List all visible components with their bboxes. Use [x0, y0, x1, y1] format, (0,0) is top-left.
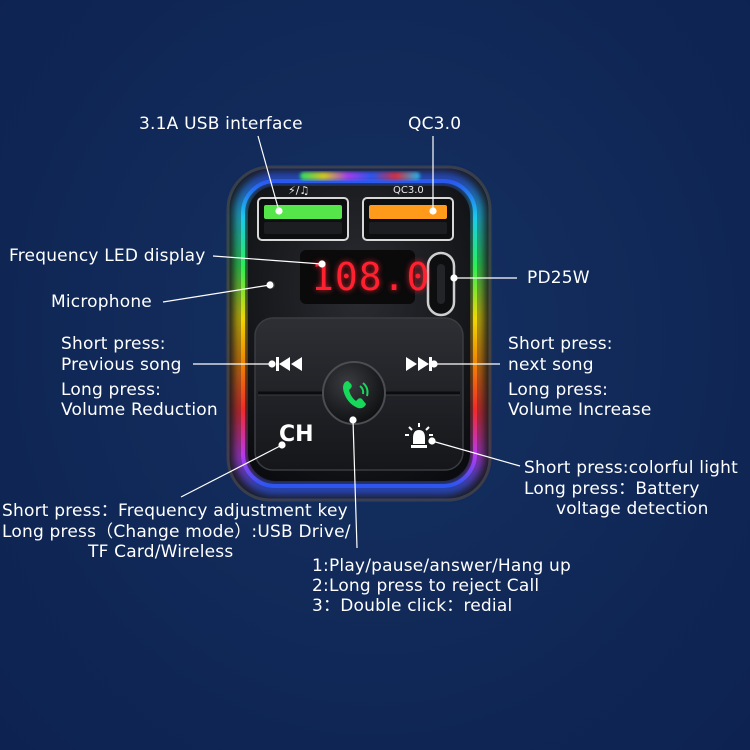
previous-song-icon[interactable] [274, 354, 304, 374]
qc-port-label: QC3.0 [393, 185, 424, 196]
frequency-display-label: Frequency LED display [9, 246, 206, 266]
pd-label: PD25W [527, 268, 590, 288]
qc-label: QC3.0 [408, 114, 462, 134]
light-bulb-icon[interactable] [404, 421, 434, 451]
microphone-label: Microphone [51, 292, 152, 312]
frequency-display-value: 108.0 [311, 255, 431, 299]
usb-port [257, 197, 349, 241]
display-window [300, 250, 415, 304]
phone-icon[interactable] [341, 377, 371, 411]
usb-port-icon: ⚡/♫ [288, 184, 310, 197]
call-button-body [322, 361, 386, 425]
usb-interface-label: 3.1A USB interface [139, 114, 303, 134]
pd-type-c-port [426, 251, 456, 317]
